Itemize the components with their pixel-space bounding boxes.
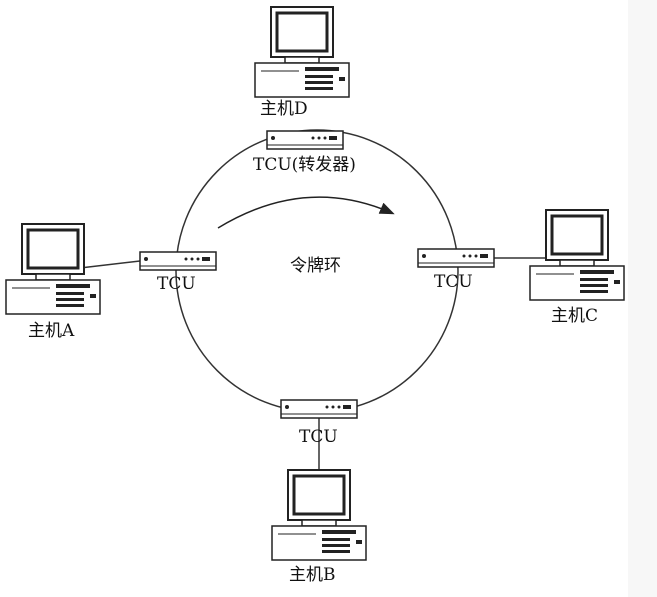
- host-b-label: 主机B: [289, 565, 336, 585]
- tcu-bottom-icon: [280, 399, 358, 419]
- tcu-right-label: TCU: [434, 272, 473, 292]
- tcu-left-icon: [139, 251, 217, 271]
- cable-a: [79, 260, 141, 269]
- tcu-top-label: TCU(转发器): [253, 155, 356, 175]
- host-c-computer-icon: [528, 208, 626, 302]
- tcu-bottom-label: TCU: [299, 427, 338, 447]
- tcu-left-label: TCU: [157, 274, 196, 294]
- host-a-label: 主机A: [28, 321, 75, 341]
- host-c-label: 主机C: [551, 306, 598, 326]
- ring-center-label: 令牌环: [290, 256, 341, 276]
- tcu-right-icon: [417, 248, 495, 268]
- host-d-computer-icon: [253, 5, 351, 99]
- host-a-computer-icon: [4, 222, 102, 316]
- host-d-label: 主机D: [260, 99, 308, 119]
- host-b-computer-icon: [270, 468, 368, 562]
- token-direction-arrow: [217, 196, 395, 229]
- tcu-top-icon: [266, 130, 344, 150]
